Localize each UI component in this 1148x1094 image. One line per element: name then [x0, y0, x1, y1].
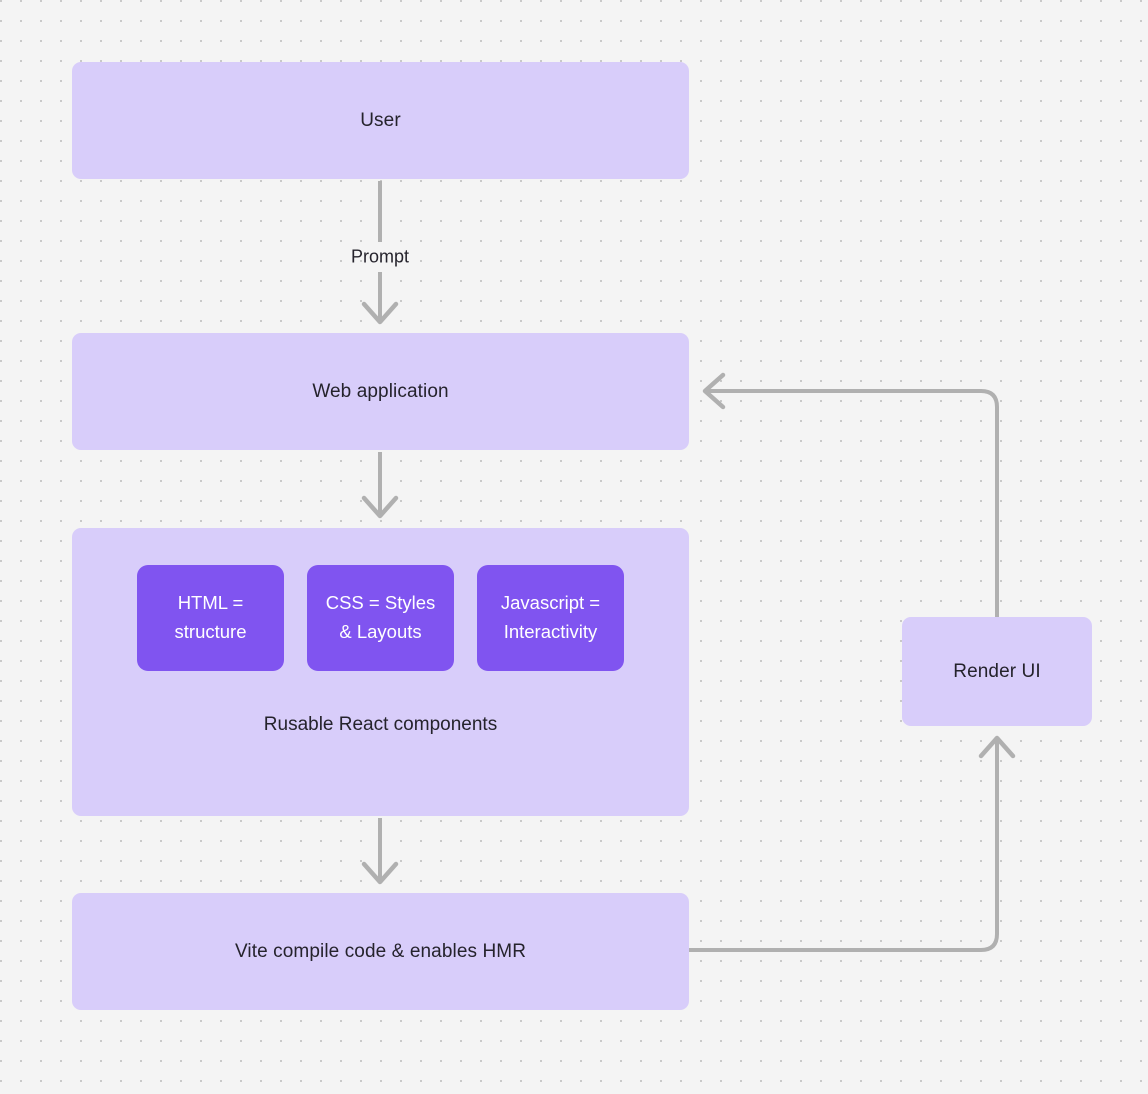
node-user[interactable]: User — [72, 62, 689, 179]
node-vite[interactable]: Vite compile code & enables HMR — [72, 893, 689, 1010]
node-web-application[interactable]: Web application — [72, 333, 689, 450]
node-react-components-caption: Rusable React components — [263, 714, 498, 735]
node-user-label: User — [360, 109, 401, 131]
arrowhead-left-icon — [702, 372, 726, 410]
chip-javascript-line2: Interactivity — [503, 621, 598, 642]
edge-webapp-to-components — [361, 452, 399, 519]
chip-javascript-label: Javascript = Interactivity — [495, 589, 606, 646]
edge-components-to-vite — [361, 818, 399, 885]
chip-html[interactable]: HTML = structure — [137, 565, 284, 671]
chip-css[interactable]: CSS = Styles & Layouts — [307, 565, 454, 671]
chip-css-line1: CSS = Styles — [325, 592, 436, 614]
arrowhead-down-icon — [361, 495, 399, 519]
edge-label-prompt: Prompt — [350, 246, 410, 267]
chip-javascript[interactable]: Javascript = Interactivity — [477, 565, 624, 671]
chip-javascript-line1: Javascript = — [500, 592, 601, 614]
edge-render-to-webapp — [702, 372, 999, 617]
chip-row: HTML = structure CSS = Styles & Layouts Ja… — [72, 565, 689, 671]
chip-html-line2: structure — [174, 621, 247, 642]
node-web-application-label: Web application — [312, 380, 449, 402]
arrowhead-down-icon — [361, 301, 399, 325]
node-render-ui[interactable]: Render UI — [902, 617, 1092, 726]
chip-html-line1: HTML = — [177, 592, 244, 614]
arrowhead-up-icon — [978, 735, 1016, 759]
chip-css-line2: & Layouts — [339, 621, 422, 642]
arrowhead-down-icon — [361, 861, 399, 885]
edge-segment — [689, 740, 999, 952]
node-render-ui-label: Render UI — [953, 660, 1041, 682]
node-react-components-group[interactable]: HTML = structure CSS = Styles & Layouts Ja… — [72, 528, 689, 816]
chip-css-label: CSS = Styles & Layouts — [320, 589, 442, 646]
edge-vite-to-render — [689, 735, 1016, 952]
chip-html-label: HTML = structure — [169, 589, 253, 646]
edge-segment — [707, 389, 999, 617]
node-vite-label: Vite compile code & enables HMR — [234, 940, 527, 962]
